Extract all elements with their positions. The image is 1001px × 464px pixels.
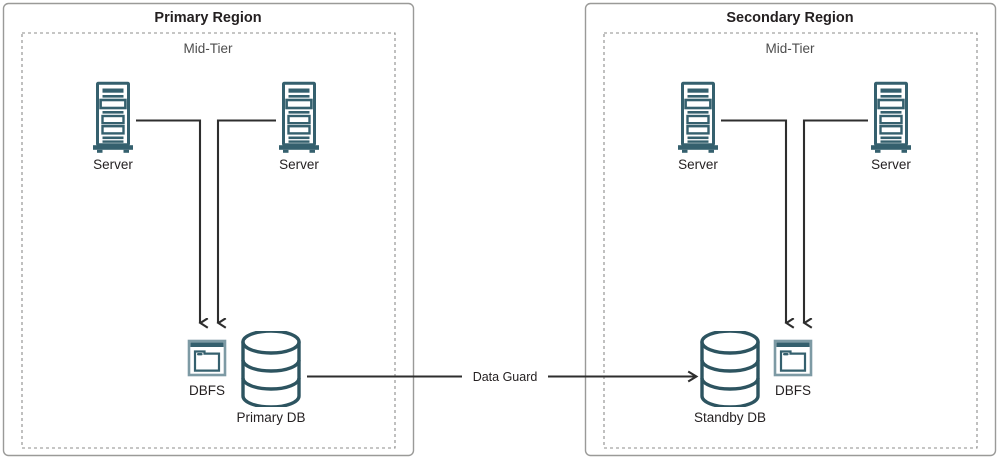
- primary-server-1[interactable]: Server: [91, 81, 135, 172]
- primary-dbfs-label: DBFS: [189, 383, 225, 398]
- data-guard-label: Data Guard: [473, 370, 538, 384]
- secondary-dbfs-label: DBFS: [775, 383, 811, 398]
- region-secondary: Secondary Region Mid-Tier Server Server …: [584, 2, 997, 457]
- database-cylinder-icon: [241, 331, 301, 407]
- database-cylinder-icon: [700, 331, 760, 407]
- dbfs-window-icon: [773, 339, 813, 377]
- region-primary-tier-border: [21, 32, 396, 449]
- region-primary-tier-label: Mid-Tier: [184, 41, 234, 56]
- server-rack-icon: [676, 81, 720, 155]
- primary-database[interactable]: Primary DB: [236, 331, 306, 425]
- dbfs-window-icon: [187, 339, 227, 377]
- secondary-dbfs[interactable]: DBFS: [773, 339, 813, 398]
- secondary-connector-server2: [804, 119, 868, 324]
- primary-connector-server1: [136, 119, 200, 324]
- server-rack-icon: [869, 81, 913, 155]
- primary-database-label: Primary DB: [236, 410, 305, 425]
- secondary-server-1[interactable]: Server: [676, 81, 720, 172]
- region-secondary-tier-border: [603, 32, 978, 449]
- primary-dbfs[interactable]: DBFS: [187, 339, 227, 398]
- server-rack-icon: [277, 81, 321, 155]
- region-secondary-title: Secondary Region: [726, 10, 853, 26]
- data-guard-connection[interactable]: Data Guard: [307, 370, 699, 384]
- secondary-server-2-label: Server: [871, 157, 911, 172]
- secondary-database[interactable]: Standby DB: [694, 331, 766, 425]
- secondary-database-label: Standby DB: [694, 410, 766, 425]
- server-rack-icon: [91, 81, 135, 155]
- secondary-server-2[interactable]: Server: [869, 81, 913, 172]
- secondary-connector-server1: [721, 119, 786, 324]
- primary-server-1-label: Server: [93, 157, 133, 172]
- region-secondary-tier-label: Mid-Tier: [766, 41, 816, 56]
- primary-connector-server2: [218, 119, 276, 324]
- primary-server-2-label: Server: [279, 157, 319, 172]
- secondary-server-1-label: Server: [678, 157, 718, 172]
- region-primary-title: Primary Region: [154, 10, 261, 26]
- primary-server-2[interactable]: Server: [277, 81, 321, 172]
- region-primary: Primary Region Mid-Tier Server Server DB…: [2, 2, 415, 457]
